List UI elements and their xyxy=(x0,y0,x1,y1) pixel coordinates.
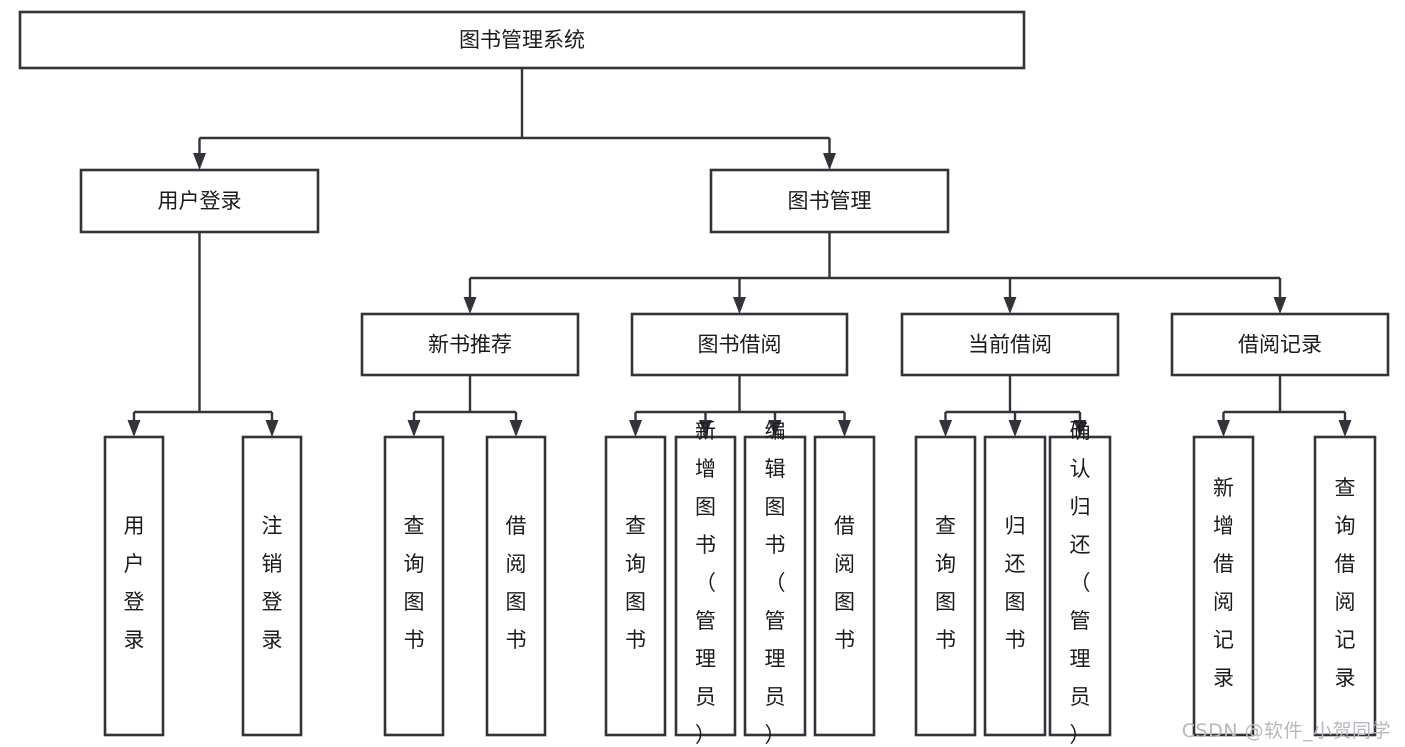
node-box-leaf-return-book[interactable] xyxy=(983,435,1047,737)
node-box-leaf-user-login[interactable] xyxy=(103,435,165,737)
node-box-leaf-add-book[interactable] xyxy=(674,435,737,737)
node-label-leaf-query-book-2: 查询图书 xyxy=(625,514,646,652)
node-box-leaf-borrow-book-2[interactable] xyxy=(813,435,876,737)
node-label-leaf-query-book-1: 查询图书 xyxy=(404,514,425,652)
arrow-head-user-login xyxy=(193,153,206,170)
node-box-leaf-query-record[interactable] xyxy=(1313,435,1377,737)
arrow-head-leaf-add-record xyxy=(1217,420,1230,437)
node-label-leaf-user-login: 用户登录 xyxy=(124,514,145,652)
arrow-head-leaf-query-book-1 xyxy=(407,420,421,437)
node-label-leaf-confirm-return: 确认归还（管理员） xyxy=(1070,419,1091,747)
arrow-head-leaf-user-login xyxy=(127,420,141,437)
node-leaf-logout[interactable]: 注销登录 xyxy=(241,435,303,737)
node-box-book-borrow[interactable] xyxy=(630,312,849,377)
node-leaf-query-book-2[interactable]: 查询图书 xyxy=(604,435,667,737)
arrow-head-leaf-borrow-book-2 xyxy=(838,420,851,437)
node-label-new-book-rec: 新书推荐 xyxy=(428,333,512,357)
arrow-head-book-manage xyxy=(823,153,836,170)
node-box-leaf-query-book-2[interactable] xyxy=(604,435,667,737)
node-box-leaf-confirm-return[interactable] xyxy=(1048,435,1112,737)
node-leaf-query-book-1[interactable]: 查询图书 xyxy=(383,435,445,737)
node-box-user-login[interactable] xyxy=(79,168,320,234)
node-label-leaf-borrow-book-2: 借阅图书 xyxy=(834,514,855,652)
node-leaf-confirm-return[interactable]: 确认归还（管理员） xyxy=(1048,419,1112,747)
node-leaf-add-record[interactable]: 新增借阅记录 xyxy=(1192,435,1255,737)
node-label-book-borrow: 图书借阅 xyxy=(698,333,782,357)
node-new-book-rec[interactable]: 新书推荐 xyxy=(360,312,580,377)
node-leaf-query-book-3[interactable]: 查询图书 xyxy=(914,435,977,737)
arrow-head-current-borrow xyxy=(1003,297,1017,314)
edge-group-root xyxy=(193,68,836,170)
arrow-head-leaf-query-book-2 xyxy=(629,420,642,437)
node-label-leaf-logout: 注销登录 xyxy=(262,514,283,652)
node-label-leaf-return-book: 归还图书 xyxy=(1005,514,1026,652)
edges-layer xyxy=(127,68,1352,437)
nodes-layer: 图书管理系统用户登录图书管理新书推荐图书借阅当前借阅借阅记录用户登录注销登录查询… xyxy=(18,10,1390,747)
node-box-new-book-rec[interactable] xyxy=(360,312,580,377)
node-box-leaf-add-record[interactable] xyxy=(1192,435,1255,737)
edge-group-borrow-record xyxy=(1217,375,1352,437)
arrow-head-borrow-record xyxy=(1273,297,1287,314)
arrow-head-leaf-confirm-return xyxy=(1073,420,1087,437)
node-label-leaf-query-record: 查询借阅记录 xyxy=(1335,476,1356,690)
node-user-login[interactable]: 用户登录 xyxy=(79,168,320,234)
node-label-leaf-borrow-book-1: 借阅图书 xyxy=(506,514,527,652)
arrow-head-book-borrow xyxy=(733,297,746,314)
arrow-head-leaf-edit-book xyxy=(768,420,782,437)
node-book-borrow[interactable]: 图书借阅 xyxy=(630,312,849,377)
node-box-leaf-query-book-1[interactable] xyxy=(383,435,445,737)
node-label-leaf-add-record: 新增借阅记录 xyxy=(1213,476,1234,690)
node-root[interactable]: 图书管理系统 xyxy=(18,10,1026,70)
node-leaf-query-record[interactable]: 查询借阅记录 xyxy=(1313,435,1377,737)
node-leaf-return-book[interactable]: 归还图书 xyxy=(983,435,1047,737)
node-current-borrow[interactable]: 当前借阅 xyxy=(900,312,1120,377)
edge-group-current-borrow xyxy=(939,375,1087,437)
node-box-leaf-edit-book[interactable] xyxy=(743,435,807,737)
arrow-head-leaf-return-book xyxy=(1008,420,1022,437)
node-book-manage[interactable]: 图书管理 xyxy=(709,168,950,234)
node-borrow-record[interactable]: 借阅记录 xyxy=(1170,312,1390,377)
node-box-leaf-borrow-book-1[interactable] xyxy=(485,435,547,737)
node-box-root[interactable] xyxy=(18,10,1026,70)
node-box-leaf-query-book-3[interactable] xyxy=(914,435,977,737)
node-label-root: 图书管理系统 xyxy=(459,28,585,52)
arrow-head-leaf-query-book-3 xyxy=(939,420,952,437)
node-label-leaf-query-book-3: 查询图书 xyxy=(935,514,956,652)
node-label-leaf-add-book: 新增图书（管理员） xyxy=(695,419,716,747)
arrow-head-new-book-rec xyxy=(463,297,477,314)
node-box-current-borrow[interactable] xyxy=(900,312,1120,377)
node-label-borrow-record: 借阅记录 xyxy=(1238,333,1322,357)
edge-group-book-manage xyxy=(463,232,1287,314)
node-leaf-borrow-book-1[interactable]: 借阅图书 xyxy=(485,435,547,737)
edge-group-user-login xyxy=(127,232,279,437)
arrow-head-leaf-borrow-book-1 xyxy=(509,420,523,437)
edge-group-new-book-rec xyxy=(407,375,523,437)
node-box-book-manage[interactable] xyxy=(709,168,950,234)
node-label-leaf-edit-book: 编辑图书（管理员） xyxy=(765,419,786,747)
node-leaf-add-book[interactable]: 新增图书（管理员） xyxy=(674,419,737,747)
arrow-head-leaf-logout xyxy=(265,420,279,437)
arrow-head-leaf-add-book xyxy=(699,420,712,437)
arrow-head-leaf-query-record xyxy=(1338,420,1352,437)
node-leaf-borrow-book-2[interactable]: 借阅图书 xyxy=(813,435,876,737)
node-label-book-manage: 图书管理 xyxy=(788,189,872,213)
node-box-borrow-record[interactable] xyxy=(1170,312,1390,377)
edge-group-book-borrow xyxy=(629,375,851,437)
node-label-user-login: 用户登录 xyxy=(158,189,242,213)
node-box-leaf-logout[interactable] xyxy=(241,435,303,737)
node-leaf-edit-book[interactable]: 编辑图书（管理员） xyxy=(743,419,807,747)
node-leaf-user-login[interactable]: 用户登录 xyxy=(103,435,165,737)
node-label-current-borrow: 当前借阅 xyxy=(968,333,1052,357)
